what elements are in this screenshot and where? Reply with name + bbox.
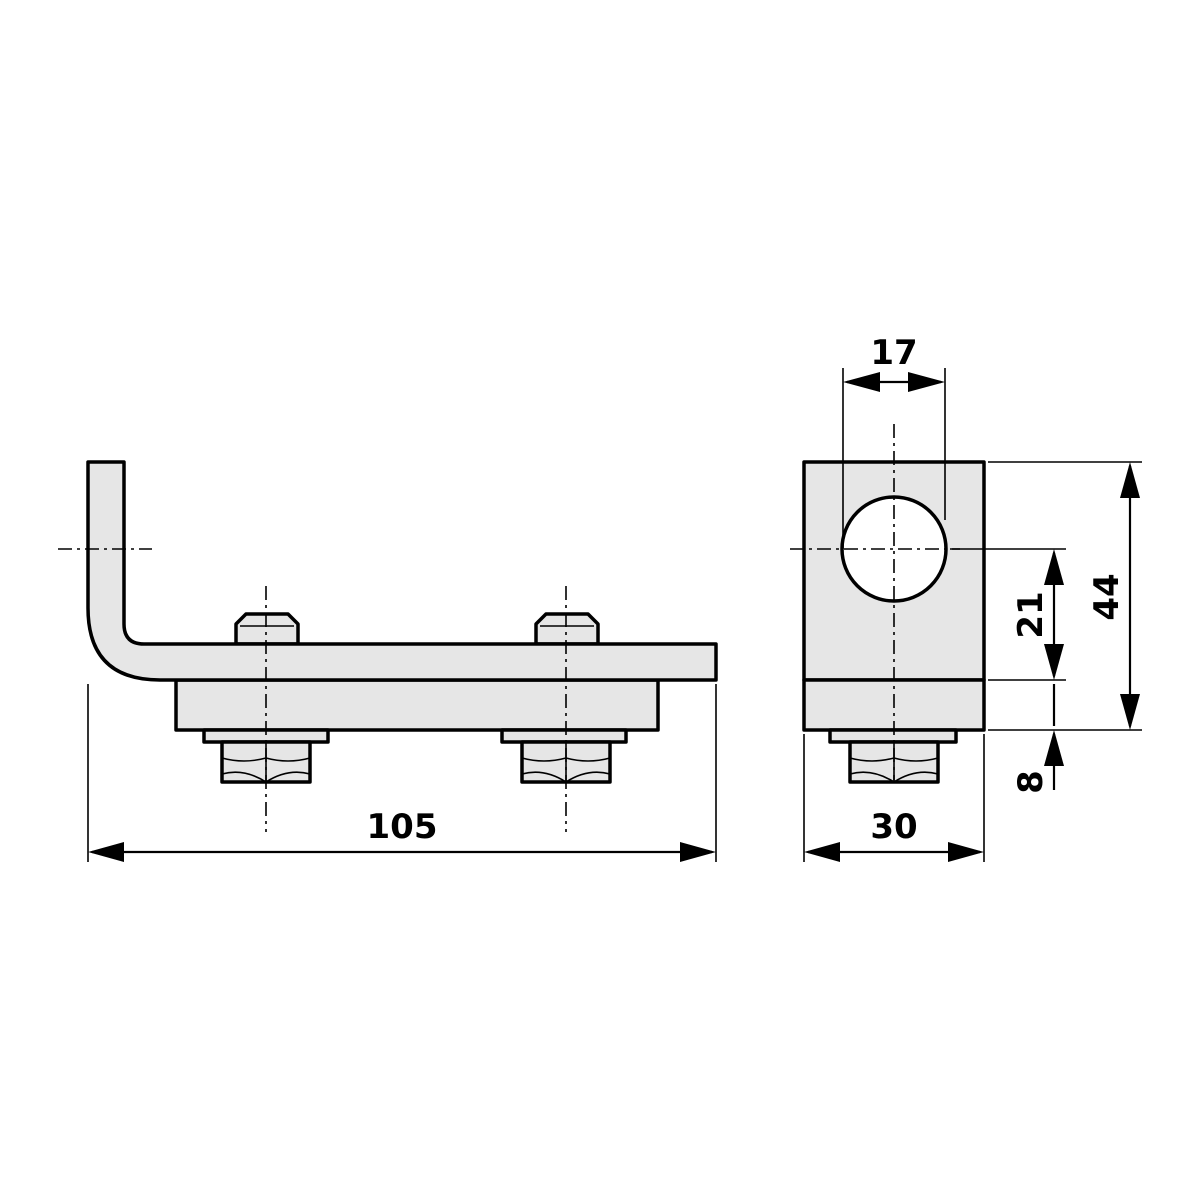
dimension-base-thickness: 8 [1011,684,1064,794]
dimension-block-height: 44 [988,461,1142,731]
dimension-hole-diameter: 17 [842,333,946,549]
dimension-block-width-label: 30 [870,807,917,847]
dimension-overall-length-label: 105 [367,807,438,847]
side-bolt-head-right [534,612,600,646]
dimension-hole-center-height-label: 21 [1011,591,1051,638]
dimension-hole-diameter-label: 17 [870,333,917,373]
front-view [790,424,986,784]
dimension-hole-center-height: 21 [950,548,1066,681]
side-view [58,460,718,832]
dimension-base-thickness-label: 8 [1011,770,1051,794]
dimension-overall-length: 105 [87,684,717,862]
front-washer [828,728,958,744]
side-bolt-head-left [234,612,300,646]
dimension-block-height-label: 44 [1087,573,1127,620]
side-spacer-plate [174,678,660,732]
side-washer-right [500,728,628,744]
dimension-block-width: 30 [803,734,985,862]
side-l-bracket [86,460,718,682]
